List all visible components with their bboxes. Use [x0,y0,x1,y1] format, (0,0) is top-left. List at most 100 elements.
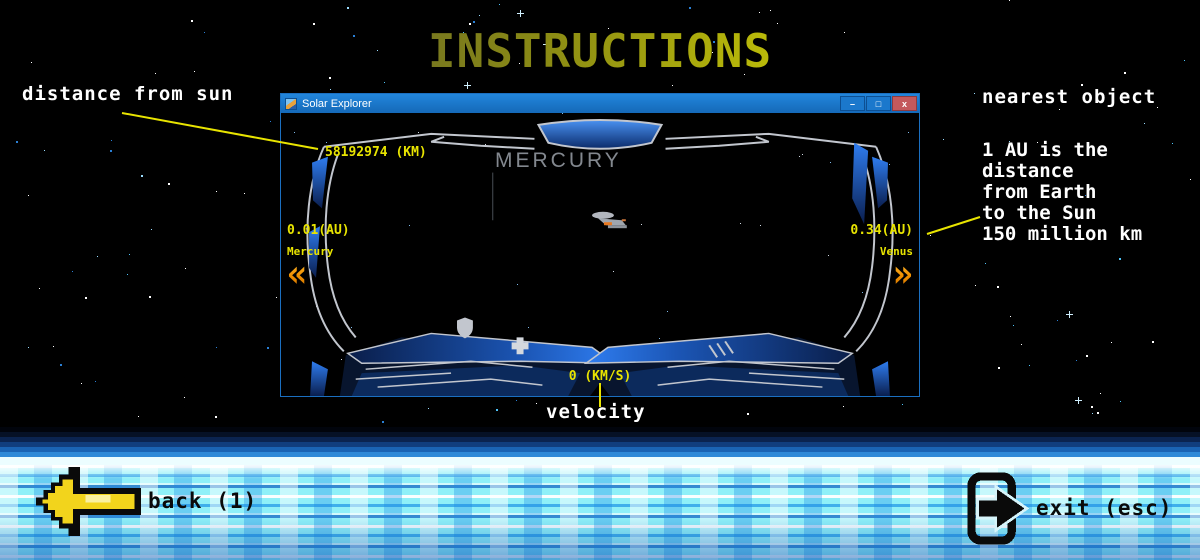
star [1157,107,1158,108]
star [329,77,331,79]
shield-icon [457,317,473,339]
star [744,74,745,75]
star [1086,355,1088,357]
star [777,23,778,24]
exit-button[interactable]: exit (esc) [1036,496,1173,520]
star [194,71,195,72]
star [428,408,429,409]
star [72,271,73,272]
star-sparkle [517,10,524,17]
star [53,346,54,347]
star [330,89,331,90]
star [828,255,829,256]
star [985,263,986,264]
minimize-button[interactable]: – [840,96,865,111]
star [463,32,464,33]
back-button[interactable]: back (1) [148,489,258,513]
star [747,413,749,415]
star [1021,344,1022,345]
star [473,21,475,23]
hud-distance-km: 58192974 (KM) [325,145,427,160]
star [712,52,713,53]
star [528,327,529,328]
star [16,141,18,143]
exit-door-icon[interactable] [966,470,1030,547]
star [713,41,715,43]
star [1009,0,1010,1]
star [908,132,909,133]
star [28,195,29,196]
star [168,183,170,185]
star [485,144,486,145]
star [862,292,863,293]
star [1144,123,1145,124]
star [1111,342,1112,343]
star [313,23,315,25]
au-note-line: 1 AU is the [982,139,1108,161]
star [409,225,410,226]
frame-shard [312,156,328,209]
star [1057,320,1058,321]
star [974,93,975,94]
star [562,113,563,114]
star-sparkle [464,82,471,89]
star [1120,401,1121,402]
star [1013,325,1014,326]
star [97,256,98,257]
au-note-line: from Earth [982,181,1097,203]
star [902,404,903,405]
star [1100,393,1101,394]
star [151,229,152,230]
au-note-line: to the Sun [982,202,1097,224]
close-button[interactable]: x [892,96,917,111]
star [519,63,520,64]
star [1076,360,1077,361]
maximize-button[interactable]: □ [866,96,891,111]
star [1059,109,1060,110]
window-titlebar[interactable]: Solar Explorer – □ x [281,94,919,113]
star [517,284,518,285]
star [759,12,760,13]
star [216,191,217,192]
star [141,175,143,177]
star [326,142,327,143]
hud-velocity-value: 0 (KM/S) [568,369,632,384]
star [31,62,32,63]
star [667,311,668,312]
star [127,274,128,275]
next-planet-name: Venus [879,245,913,258]
star [1029,365,1030,366]
thrust-tally-icon [708,340,734,358]
star [1081,84,1083,86]
chevrons-left-icon[interactable]: « [287,251,308,297]
star [802,154,803,155]
star [353,35,355,37]
star [844,32,845,33]
hud-planet-name: MERCURY [495,149,622,172]
next-planet-au: 0.34(AU) [850,223,913,238]
star [149,296,151,298]
chevrons-right-icon[interactable]: » [892,251,913,297]
star [184,397,185,398]
star [185,268,186,269]
star [1085,195,1086,196]
star [843,406,844,407]
star [382,421,384,423]
star [270,121,271,122]
star [943,139,944,140]
star [1152,341,1154,343]
star [1092,413,1093,414]
back-arrow-icon[interactable] [30,463,145,540]
au-note-line: 150 million km [982,223,1143,245]
annotation-nearest-object: nearest object [982,86,1157,108]
star [111,140,112,141]
star [138,416,139,417]
hud-prev-planet: 0.01(AU) Mercury « [287,223,350,297]
star [1119,258,1121,260]
game-viewport: 58192974 (KM) MERCURY 0.01(AU) Mercury «… [281,113,919,396]
star [1124,72,1126,74]
star [215,416,217,418]
visor-glow [536,118,664,150]
star-sparkle [1066,311,1073,318]
